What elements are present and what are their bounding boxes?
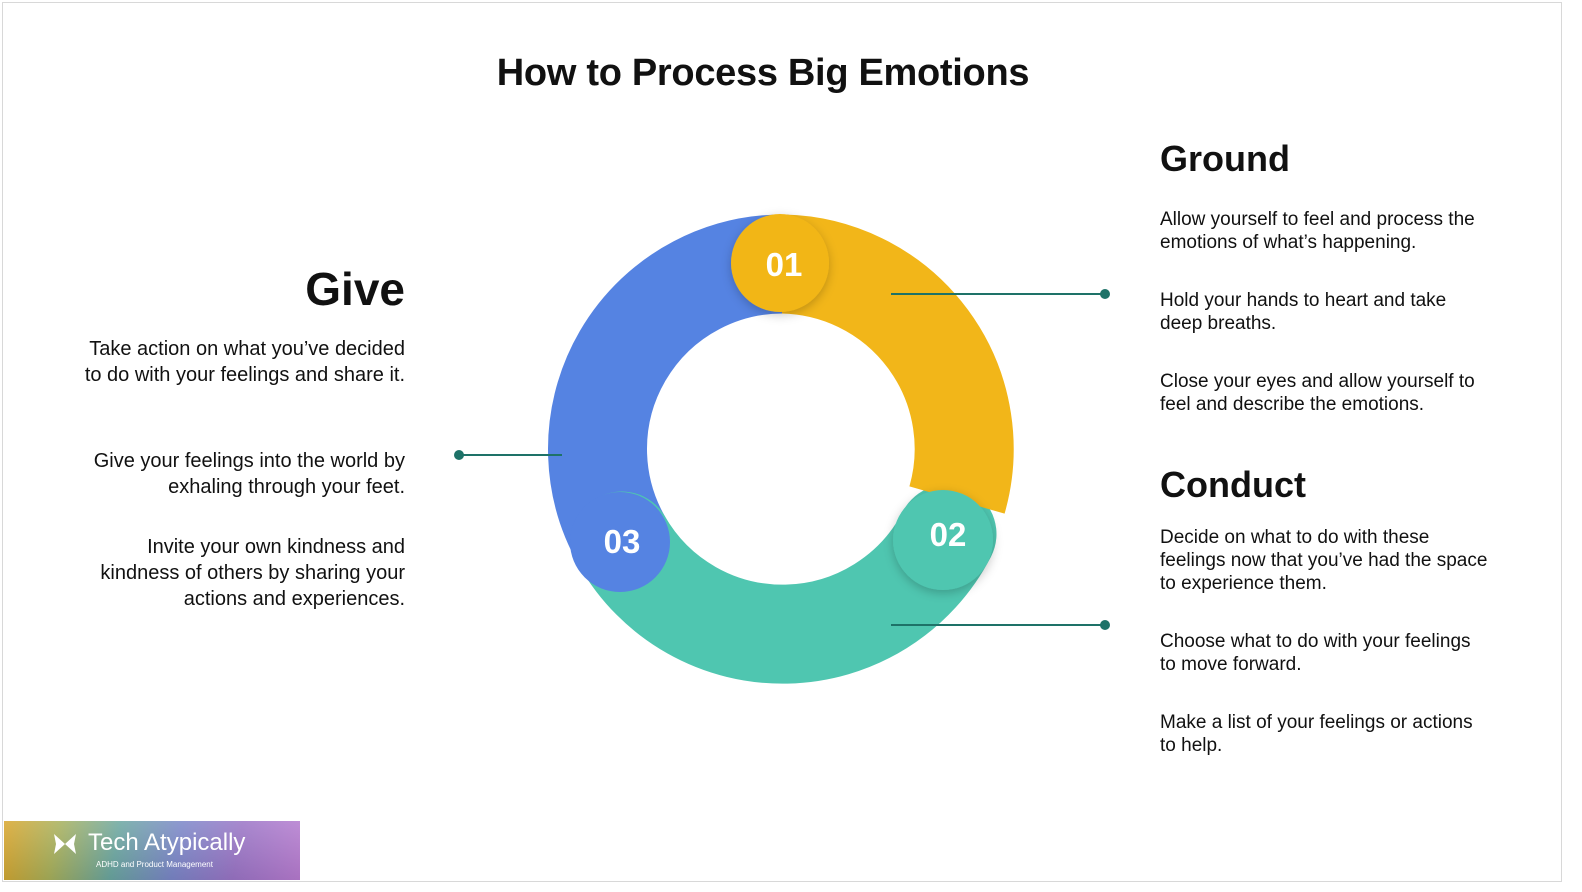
brand-logo: Tech Atypically ADHD and Product Managem… xyxy=(4,821,300,880)
segment-cap-conduct xyxy=(893,490,993,590)
segment-ground xyxy=(780,214,1014,514)
conduct-heading: Conduct xyxy=(1160,464,1306,505)
ground-text-1: Allow yourself to feel and process the e… xyxy=(1160,209,1475,253)
step-number-01: 01 xyxy=(766,246,803,283)
connector-dot-give xyxy=(454,450,464,460)
segment-conduct xyxy=(572,484,997,684)
slide xyxy=(2,2,1562,882)
segment-cap-ground xyxy=(731,214,829,312)
step-number-02: 02 xyxy=(930,516,967,553)
give-text-3: Invite your own kindness and kindness of… xyxy=(100,536,405,610)
segment-give xyxy=(548,214,833,591)
give-text-1: Take action on what you’ve decided to do… xyxy=(84,338,405,386)
butterfly-icon xyxy=(54,834,76,854)
ground-text-2: Hold your hands to heart and take deep b… xyxy=(1160,290,1447,334)
conduct-text-1: Decide on what to do with these feelings… xyxy=(1160,527,1488,594)
conduct-text-3: Make a list of your feelings or actions … xyxy=(1160,712,1473,756)
ground-text-3: Close your eyes and allow yourself to fe… xyxy=(1160,371,1475,415)
brand-name: Tech Atypically xyxy=(88,829,246,856)
connector-dot-ground xyxy=(1100,289,1110,299)
step-number-03: 03 xyxy=(604,523,641,560)
give-text-2: Give your feelings into the world by exh… xyxy=(93,450,405,498)
brand-tagline: ADHD and Product Management xyxy=(96,860,213,869)
connector-dot-conduct xyxy=(1100,620,1110,630)
segment-cap-give xyxy=(570,492,670,592)
conduct-text-2: Choose what to do with your feelings to … xyxy=(1160,631,1471,675)
ground-heading: Ground xyxy=(1160,138,1290,179)
page-title: How to Process Big Emotions xyxy=(496,52,1030,94)
give-heading: Give xyxy=(305,263,405,315)
